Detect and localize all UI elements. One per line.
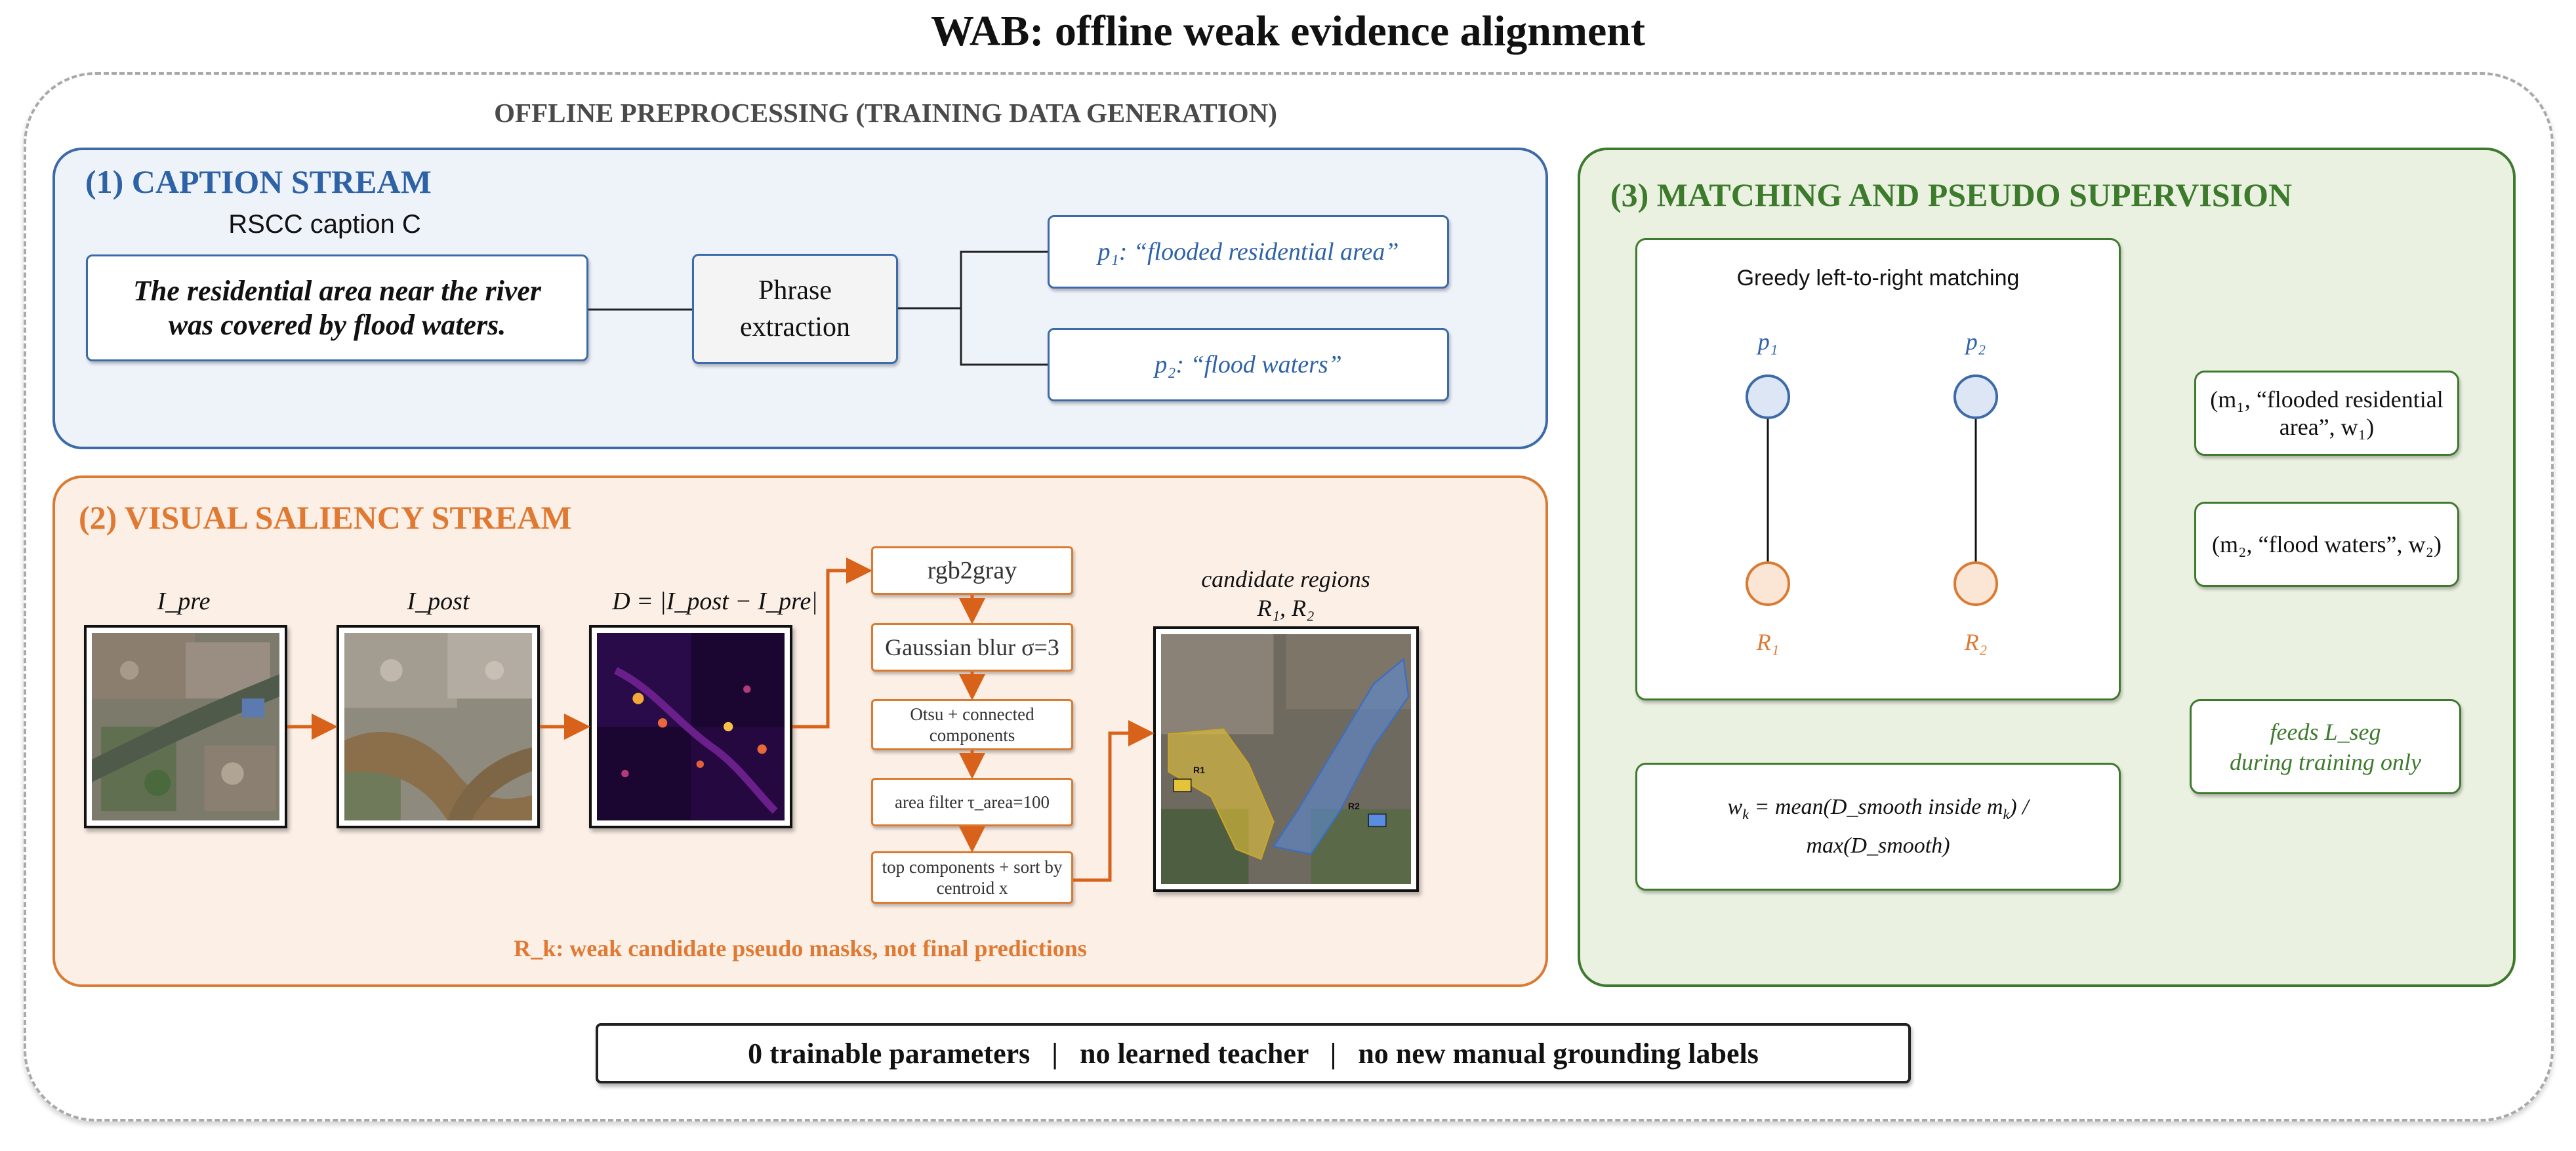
feeds-lseg-box: feeds L_seg during training only	[2190, 699, 2461, 794]
match-tuple-1: (m₁, “flooded residential area”, w₁)	[2194, 371, 2459, 456]
caption-text-box: The residential area near the river was …	[86, 254, 588, 361]
footer-summary: 0 trainable parameters | no learned teac…	[596, 1023, 1911, 1083]
matching-title: (3) MATCHING AND PSEUDO SUPERVISION	[1610, 176, 2293, 213]
greedy-matching-box	[1635, 238, 2121, 700]
candidate-regions-sublabel: R₁, R₂	[1257, 595, 1315, 621]
caption-line-1: The residential area near the river	[133, 274, 542, 307]
i-post-satellite-graphic	[335, 633, 542, 820]
difference-heatmap-graphic	[597, 633, 785, 820]
offline-preprocessing-label: OFFLINE PREPROCESSING (TRAINING DATA GEN…	[494, 98, 1277, 128]
match-tuple-2: (m₂, “flood waters”, w₂)	[2194, 502, 2459, 587]
region-tag-r2: R2	[1348, 801, 1360, 811]
visual-stream-title: (2) VISUAL SALIENCY STREAM	[79, 499, 572, 536]
greedy-p1-label: p₁	[1757, 329, 1778, 355]
pseudo-mask-note: R_k: weak candidate pseudo masks, not fi…	[514, 935, 1087, 961]
caption-line-2: was covered by flood waters.	[168, 308, 506, 341]
candidate-regions-graphic	[1161, 634, 1411, 884]
mask-subscript: k	[2003, 805, 2010, 822]
greedy-r2-label: R₂	[1964, 629, 1988, 655]
greedy-p2-label: p₂	[1965, 329, 1986, 355]
i-post-image	[335, 625, 542, 828]
feeds-lseg-line-1: feeds L_seg	[2270, 718, 2381, 745]
greedy-r1-label: R₁	[1756, 629, 1780, 655]
candidate-regions-label: candidate regions	[1201, 566, 1370, 592]
region-tag-r1: R1	[1193, 765, 1205, 775]
offline-preprocessing-container	[24, 72, 2554, 1121]
weight-formula-end: ) /	[2009, 795, 2029, 820]
step-gaussian-blur-box: Gaussian blur σ=3	[871, 623, 1073, 672]
greedy-matching-title: Greedy left-to-right matching	[1736, 266, 2020, 291]
phrase-extraction-line-2: extraction	[740, 312, 850, 342]
rscc-caption-label: RSCC caption C	[228, 210, 421, 239]
feeds-lseg-line-2: during training only	[2229, 748, 2421, 775]
phrase-extraction-line-1: Phrase	[758, 275, 832, 306]
step-rgb2gray-box: rgb2gray	[871, 546, 1073, 595]
i-pre-label: I_pre	[157, 588, 211, 615]
weight-formula-mid: = mean(D_smooth inside m	[1748, 795, 2003, 820]
phrase-2-box: p₂: “flood waters”	[1048, 328, 1449, 401]
step-top-components-box: top components + sort by centroid x	[871, 851, 1073, 904]
i-pre-image	[82, 625, 289, 828]
candidate-regions-image	[1153, 626, 1419, 892]
step-area-filter-box: area filter τ_area=100	[871, 778, 1073, 826]
i-pre-satellite-graphic	[82, 633, 289, 820]
diagram-title: WAB: offline weak evidence alignment	[931, 7, 1645, 55]
phrase-1-box: p₁: “flooded residential area”	[1048, 215, 1449, 289]
i-post-label: I_post	[407, 588, 470, 615]
weight-formula-line-2: max(D_smooth)	[1806, 833, 1950, 858]
weight-formula-box: wk = mean(D_smooth inside mk) / max(D_sm…	[1635, 763, 2121, 891]
weight-subscript: k	[1742, 805, 1749, 822]
phrase-extraction-box: Phrase extraction	[692, 254, 898, 364]
weight-symbol: w	[1727, 795, 1743, 820]
weight-formula-line-1: wk = mean(D_smooth inside mk) /	[1728, 792, 2029, 830]
difference-map-label: D = |I_post − I_pre|	[612, 588, 818, 615]
step-otsu-box: Otsu + connected components	[871, 699, 1073, 750]
caption-stream-title: (1) CAPTION STREAM	[85, 163, 432, 200]
difference-map-image	[589, 625, 792, 828]
